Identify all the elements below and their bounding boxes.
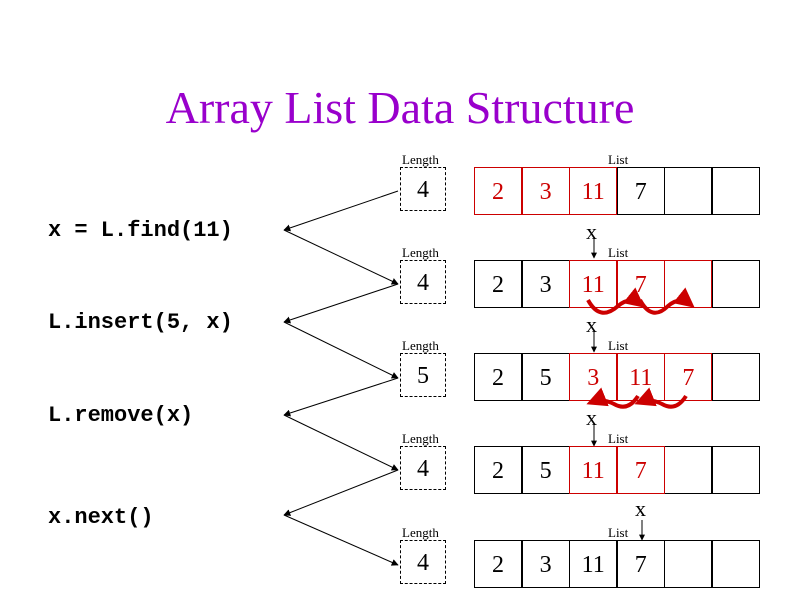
pointer-x-label: x (586, 219, 597, 244)
pointer-x-label: x (635, 496, 646, 521)
array-cell-3-5 (712, 353, 760, 401)
array-cell-4-4 (664, 446, 713, 494)
list-label: List (608, 338, 629, 353)
array-cell-2-1: 3 (521, 260, 570, 308)
length-label: Length (402, 245, 439, 260)
array-cell-2-0: 2 (474, 260, 522, 308)
array-cell-1-2: 11 (569, 167, 618, 215)
length-label: Length (402, 152, 439, 167)
length-label: Length (402, 431, 439, 446)
length-value: 5 (400, 353, 446, 397)
shift-right-arrow-1 (586, 287, 645, 315)
array-cell-1-4 (664, 167, 713, 215)
length-value: 4 (400, 167, 446, 211)
shift-right-arrow-2 (638, 287, 695, 315)
arrow-state2-to-insert (283, 283, 399, 324)
op-find: x = L.find(11) (48, 218, 233, 243)
arrow-insert-to-state3 (283, 321, 399, 379)
array-cell-3-0: 2 (474, 353, 522, 401)
array-cell-3-4: 7 (664, 353, 713, 401)
list-label: List (608, 525, 629, 540)
page-title: Array List Data Structure (165, 82, 635, 133)
array-cell-4-5 (712, 446, 760, 494)
list-label: List (608, 245, 629, 260)
array-cell-5-4 (664, 540, 713, 588)
array-cell-2-4 (664, 260, 713, 308)
op-remove: L.remove(x) (48, 403, 194, 428)
array-cell-3-2: 3 (569, 353, 618, 401)
arrow-next-to-state5 (283, 514, 399, 566)
array-cell-5-5 (712, 540, 760, 588)
length-value: 4 (400, 446, 446, 490)
pointer-x-label: x (586, 405, 597, 430)
array-cell-3-3: 11 (616, 353, 665, 401)
array-cell-1-3: 7 (616, 167, 665, 215)
arrow-state3-to-remove (283, 377, 399, 417)
array-cell-2-5 (712, 260, 760, 308)
array-cell-5-1: 3 (521, 540, 570, 588)
arrow-find-to-state2 (283, 229, 399, 285)
arrow-state4-to-next (283, 469, 399, 516)
length-value: 4 (400, 540, 446, 584)
array-cell-4-3: 7 (616, 446, 665, 494)
arrow-state1-to-find (283, 190, 399, 232)
array-cell-5-2: 11 (569, 540, 618, 588)
array-cell-2-3: 7 (616, 260, 665, 308)
arrow-remove-to-state4 (283, 414, 399, 471)
array-cell-4-0: 2 (474, 446, 522, 494)
length-label: Length (402, 338, 439, 353)
array-cell-1-0: 2 (474, 167, 522, 215)
pointer-x-label: x (586, 312, 597, 337)
array-cell-1-5 (712, 167, 760, 215)
array-cell-5-3: 7 (616, 540, 665, 588)
list-label: List (608, 431, 629, 446)
array-cell-2-2: 11 (569, 260, 618, 308)
length-label: Length (402, 525, 439, 540)
array-cell-5-0: 2 (474, 540, 522, 588)
list-label: List (608, 152, 629, 167)
array-cell-4-2: 11 (569, 446, 618, 494)
length-value: 4 (400, 260, 446, 304)
array-cell-4-1: 5 (521, 446, 570, 494)
op-next: x.next() (48, 505, 154, 530)
op-insert: L.insert(5, x) (48, 310, 233, 335)
array-cell-3-1: 5 (521, 353, 570, 401)
array-cell-1-1: 3 (521, 167, 570, 215)
